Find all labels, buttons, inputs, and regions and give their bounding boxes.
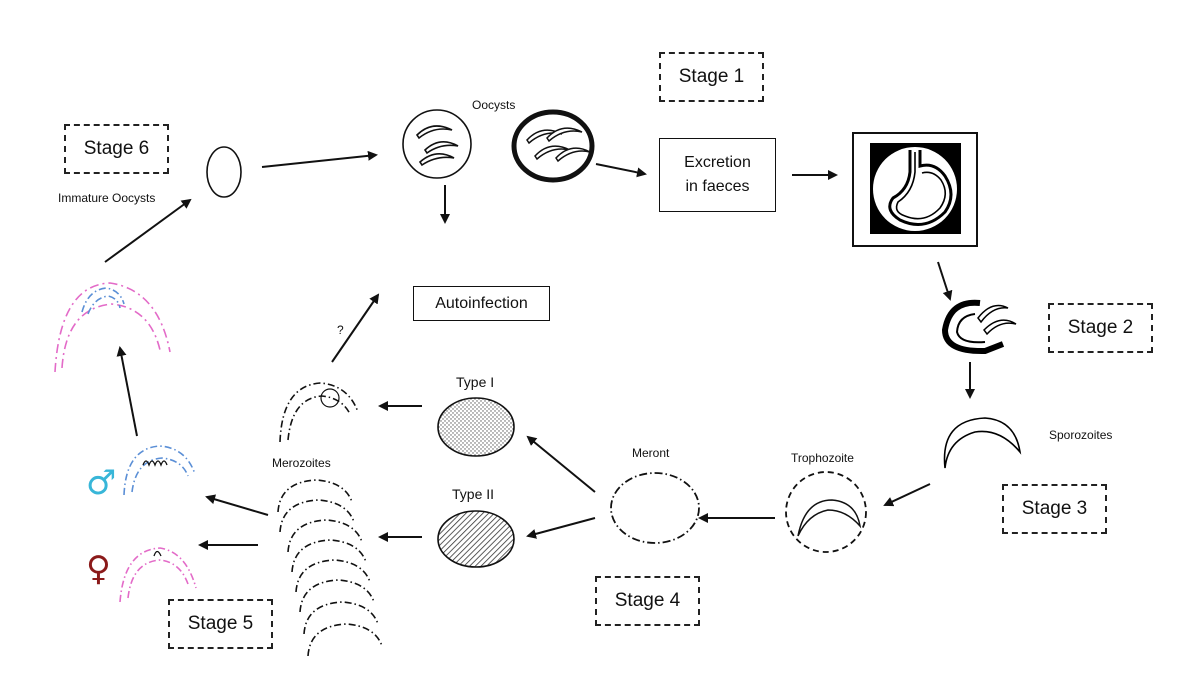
male-gamont-shape bbox=[123, 445, 196, 496]
type1-label: Type I bbox=[456, 374, 495, 390]
question-mark-label: ? bbox=[337, 323, 344, 337]
sporozoites-label: Sporozoites bbox=[1049, 428, 1113, 442]
stage-3-box: Stage 3 bbox=[1002, 484, 1107, 534]
arrow-immature-to-oocyst bbox=[261, 150, 378, 168]
arrow-oocyst-to-excretion bbox=[595, 163, 647, 178]
stage-5-box: Stage 5 bbox=[168, 599, 273, 649]
arrow-sporozoite-to-trophozoite bbox=[883, 483, 931, 507]
arrow-meront-to-type1 bbox=[526, 435, 596, 493]
excretion-line2: in faeces bbox=[685, 178, 750, 195]
merozoites-label: Merozoites bbox=[272, 456, 331, 470]
female-gamont-shape bbox=[119, 547, 197, 603]
meront-label: Meront bbox=[632, 446, 670, 460]
arrow-merozoites-to-male bbox=[205, 494, 269, 516]
autoinfection-label: Autoinfection bbox=[435, 294, 528, 312]
type2-label: Type II bbox=[452, 486, 495, 502]
stage-6-label: Stage 6 bbox=[83, 138, 150, 159]
stage-4-box: Stage 4 bbox=[595, 576, 700, 626]
stage-2-box: Stage 2 bbox=[1048, 303, 1153, 353]
trophozoite-shape bbox=[785, 471, 867, 553]
excretion-box: Excretion in faeces bbox=[659, 138, 776, 212]
excretion-line1: Excretion bbox=[684, 154, 751, 171]
male-symbol-icon: ♂ bbox=[86, 463, 116, 503]
oocyst-thin-wall bbox=[402, 109, 472, 179]
arrows bbox=[104, 150, 975, 550]
stage-5-label: Stage 5 bbox=[187, 613, 254, 634]
merozoite-stack-shape bbox=[277, 479, 383, 657]
stage-2-label: Stage 2 bbox=[1067, 317, 1134, 338]
arrow-male-up bbox=[116, 346, 138, 437]
type2-meront-shape bbox=[437, 510, 515, 568]
sporozoite-shape bbox=[943, 417, 1022, 469]
immature-oocyst-shape bbox=[206, 146, 242, 198]
immature-oocysts-label: Immature Oocysts bbox=[58, 191, 156, 205]
stage-3-label: Stage 3 bbox=[1021, 498, 1088, 519]
arrow-stomach-down bbox=[937, 261, 953, 301]
zygote-shape bbox=[54, 282, 171, 373]
arrow-merozoite-to-autoinfection bbox=[331, 293, 380, 363]
stage-1-label: Stage 1 bbox=[678, 66, 745, 87]
stomach-icon bbox=[852, 132, 978, 247]
merozoite-single-shape bbox=[279, 382, 359, 443]
trophozoite-label: Trophozoite bbox=[791, 451, 854, 465]
arrow-meront-to-type2 bbox=[526, 517, 596, 539]
autoinfection-box: Autoinfection bbox=[413, 286, 550, 321]
stage-6-box: Stage 6 bbox=[64, 124, 169, 174]
meront-shape bbox=[610, 472, 700, 544]
type1-meront-shape bbox=[437, 397, 515, 457]
female-symbol-icon: ♀ bbox=[86, 549, 111, 589]
excysting-oocyst-shape bbox=[941, 299, 1017, 355]
stage-1-box: Stage 1 bbox=[659, 52, 764, 102]
oocysts-label: Oocysts bbox=[472, 98, 516, 112]
stage-4-label: Stage 4 bbox=[614, 590, 681, 611]
oocyst-thick-wall bbox=[511, 109, 595, 183]
arrow-gamete-to-immature bbox=[104, 198, 192, 263]
